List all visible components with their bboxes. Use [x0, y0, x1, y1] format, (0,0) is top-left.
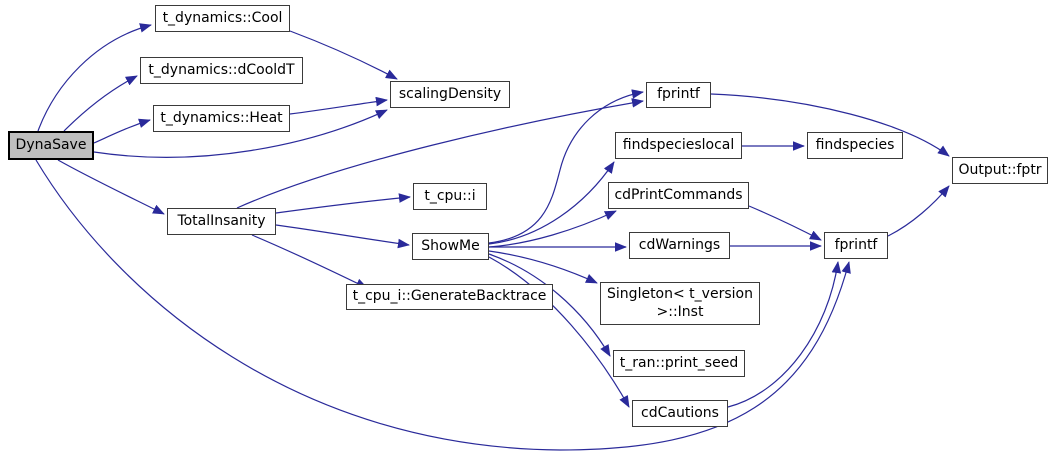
edge-showme-printseed: [488, 253, 611, 357]
graph-node-totalinsanity[interactable]: TotalInsanity: [167, 208, 276, 235]
edge-totalinsanity-fprintf1: [236, 98, 644, 209]
edge-fprintf1-outputfptr: [710, 93, 950, 157]
graph-node-findspecieslocal[interactable]: findspecieslocal: [615, 132, 742, 159]
graph-node-outputfptr[interactable]: Output::fptr: [952, 157, 1048, 184]
graph-node-tcpui[interactable]: t_cpu::i: [413, 183, 487, 210]
graph-node-label: TotalInsanity: [177, 212, 266, 229]
graph-node-label: DynaSave: [15, 136, 87, 153]
graph-node-label: fprintf: [657, 86, 700, 103]
edge-showme-fprintf1: [488, 89, 644, 244]
graph-node-label: scalingDensity: [398, 85, 502, 102]
graph-node-label: t_cpu_i::GenerateBacktrace: [352, 288, 547, 305]
graph-node-label: cdPrintCommands: [614, 186, 743, 203]
edge-totalinsanity-backtrace: [251, 234, 368, 289]
graph-node-label: >::Inst: [656, 303, 704, 320]
graph-node-dcooldt[interactable]: t_dynamics::dCooldT: [140, 57, 303, 84]
edge-showme-cdprintcommands: [488, 210, 617, 248]
graph-node-printseed[interactable]: t_ran::print_seed: [613, 350, 745, 377]
graph-node-label: cdCautions: [641, 404, 719, 421]
edge-showme-cdcautions: [488, 256, 630, 408]
graph-node-label: t_dynamics::Cool: [162, 9, 283, 26]
edge-dynasave-fprintf2: [35, 159, 851, 451]
edge-showme-singleton: [488, 250, 598, 284]
graph-node-cool[interactable]: t_dynamics::Cool: [155, 5, 290, 32]
graph-node-label: Output::fptr: [958, 161, 1042, 178]
edge-heat-scalingdensity: [289, 96, 388, 115]
graph-node-fprintf1[interactable]: fprintf: [646, 82, 711, 108]
edge-dynasave-scalingdensity: [93, 109, 388, 158]
graph-node-label: findspecieslocal: [622, 136, 735, 153]
graph-node-label: cdWarnings: [638, 236, 721, 253]
graph-node-findspecies[interactable]: findspecies: [807, 132, 903, 159]
edge-cool-scalingdensity: [289, 30, 398, 80]
graph-node-singleton[interactable]: Singleton< t_version>::Inst: [600, 282, 760, 325]
graph-node-label: t_dynamics::Heat: [160, 109, 283, 126]
graph-node-label: t_cpu::i: [424, 187, 476, 204]
graph-node-cdwarnings[interactable]: cdWarnings: [629, 232, 730, 259]
graph-node-label: fprintf: [834, 236, 878, 253]
graph-node-label: t_ran::print_seed: [619, 354, 739, 371]
edge-dynasave-dcooldt: [63, 75, 138, 132]
edge-cdcautions-fprintf2: [727, 261, 842, 408]
graph-node-dynasave: DynaSave: [8, 131, 94, 160]
edge-fprintf2-outputfptr: [887, 185, 950, 237]
graph-node-backtrace[interactable]: t_cpu_i::GenerateBacktrace: [346, 284, 553, 310]
edge-totalinsanity-tcpui: [275, 193, 411, 214]
edge-cdprintcommands-fprintf2: [748, 205, 822, 241]
graph-node-label: findspecies: [815, 136, 895, 153]
graph-node-showme[interactable]: ShowMe: [412, 233, 489, 260]
graph-node-heat[interactable]: t_dynamics::Heat: [153, 105, 290, 132]
graph-node-scalingdensity[interactable]: scalingDensity: [390, 81, 510, 108]
graph-node-label: Singleton< t_version: [607, 286, 753, 302]
graph-node-cdprintcommands[interactable]: cdPrintCommands: [608, 182, 749, 209]
edge-showme-findspecieslocal: [488, 161, 615, 245]
graph-node-cdcautions[interactable]: cdCautions: [632, 400, 728, 427]
edge-totalinsanity-showme: [275, 224, 410, 249]
edge-dynasave-cool: [37, 23, 152, 132]
edge-dynasave-heat: [93, 118, 151, 144]
graph-node-label: ShowMe: [421, 237, 480, 254]
edge-dynasave-totalinsanity: [57, 159, 165, 215]
graph-node-label: t_dynamics::dCooldT: [148, 61, 295, 78]
graph-node-fprintf2[interactable]: fprintf: [824, 232, 888, 259]
